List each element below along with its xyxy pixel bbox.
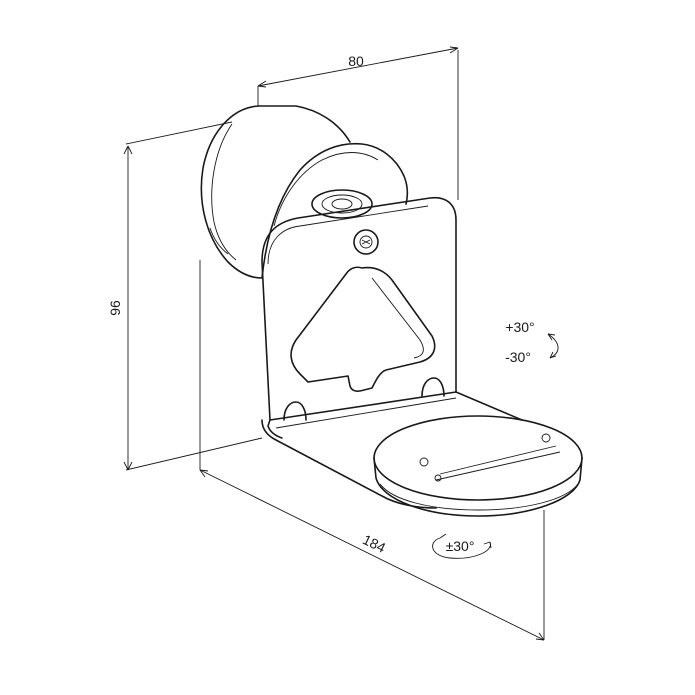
dimension-width — [257, 46, 459, 200]
height-label: 96 — [107, 300, 123, 316]
round-base — [373, 415, 583, 517]
dimension-depth — [199, 260, 545, 641]
tilt-down-label: -30° — [505, 349, 531, 365]
l-bracket — [261, 196, 523, 509]
depth-label: 184 — [360, 531, 388, 556]
swivel-label: ±30° — [446, 538, 475, 554]
dimension-height — [123, 121, 263, 471]
tilt-up-label: +30° — [505, 319, 534, 335]
tilt-rotation-arrow-icon — [547, 333, 559, 359]
width-label: 80 — [348, 53, 364, 69]
swivel-rotation-arrow-icon — [432, 533, 492, 559]
speaker-body — [200, 105, 409, 279]
